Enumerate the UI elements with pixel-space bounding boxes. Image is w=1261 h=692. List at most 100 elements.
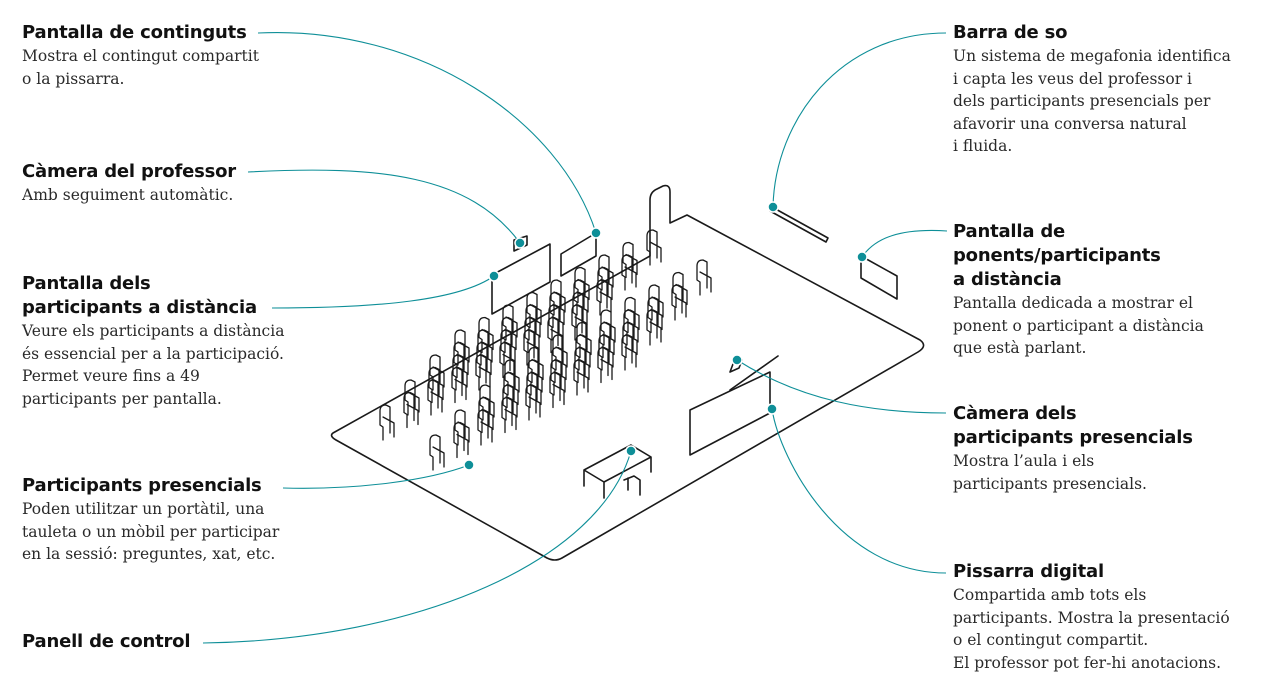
chair — [475, 354, 491, 391]
leader-onsite-dot — [463, 459, 475, 471]
chair — [501, 396, 517, 434]
room-floor — [330, 184, 925, 561]
chair — [572, 291, 588, 329]
chair — [552, 334, 568, 371]
chair — [454, 329, 470, 366]
chair — [597, 266, 613, 304]
control-desk — [583, 444, 652, 499]
leader-whiteboard-dot — [766, 403, 778, 415]
chair — [504, 359, 520, 396]
chair — [526, 291, 542, 329]
chair — [573, 279, 589, 316]
chair — [429, 354, 445, 391]
onsite-camera-desc: Mostra l’aula i els participants presenc… — [953, 452, 1147, 493]
chair — [598, 334, 614, 371]
chair — [502, 384, 518, 421]
chair — [453, 341, 469, 379]
chair — [648, 284, 664, 321]
chair — [528, 346, 544, 384]
chair — [452, 354, 468, 391]
chair — [525, 304, 541, 341]
speaker-screen-desc: Pantalla dedicada a mostrar el ponent o … — [953, 294, 1204, 357]
leader-teacher-camera-dot — [514, 237, 526, 249]
chair — [526, 371, 542, 409]
teacher-camera — [513, 235, 528, 252]
chair — [647, 296, 663, 334]
remote-participants-screen-desc: Veure els participants a distància és es… — [22, 322, 285, 408]
chair — [500, 329, 516, 366]
chair — [622, 321, 638, 359]
chair — [477, 329, 493, 366]
chair — [550, 279, 566, 316]
label-remote-participants-screen: Pantalla dels participants a distància V… — [22, 272, 284, 410]
control-chair — [623, 475, 641, 496]
chair — [479, 384, 495, 421]
chair — [379, 404, 395, 441]
chair — [646, 229, 662, 266]
chair — [549, 371, 565, 409]
content-screen — [560, 232, 597, 277]
chair — [523, 329, 539, 366]
chair — [478, 316, 494, 354]
leader-sound-bar — [772, 32, 947, 208]
chair — [454, 409, 470, 446]
chair — [478, 396, 494, 434]
content-screen-title: Pantalla de continguts — [22, 22, 247, 43]
leader-control-panel-dot — [625, 445, 637, 457]
chair — [574, 266, 590, 304]
leader-remote-screen-dot — [488, 270, 500, 282]
leader-speaker-screen-dot — [856, 251, 868, 263]
chair — [621, 334, 637, 371]
leader-onsite-camera — [736, 359, 947, 414]
chair — [623, 309, 639, 346]
sound-bar — [769, 206, 829, 243]
title-line: Càmera dels — [953, 403, 1077, 424]
leader-control-panel — [202, 450, 632, 644]
chair — [575, 334, 591, 371]
remote-participants-screen-title: Pantalla dels participants a distància — [22, 272, 284, 320]
chair — [428, 366, 444, 404]
teacher-camera-desc: Amb seguiment automàtic. — [22, 186, 234, 204]
chair — [696, 259, 712, 296]
chair — [621, 254, 637, 291]
label-sound-bar: Barra de so Un sistema de megafonia iden… — [953, 21, 1231, 158]
chair — [403, 391, 419, 429]
leader-onsite-camera-dot — [731, 354, 743, 366]
chair — [503, 371, 519, 409]
digital-whiteboard — [689, 371, 771, 456]
chair — [524, 316, 540, 354]
speaker-screen — [860, 255, 898, 300]
chair — [502, 304, 518, 341]
label-speaker-screen: Pantalla de ponents/participants a distà… — [953, 220, 1204, 360]
label-onsite-participants: Participants presencials Poden utilitzar… — [22, 474, 279, 566]
chair — [573, 359, 589, 396]
leader-remote-screen — [271, 275, 495, 309]
chair — [600, 309, 616, 346]
chair — [598, 254, 614, 291]
leader-sound-bar-dot — [767, 201, 779, 213]
chair — [501, 316, 517, 354]
sound-bar-desc: Un sistema de megafonia identifica i cap… — [953, 47, 1231, 155]
remote-participants-screen — [491, 243, 551, 315]
title-line: Pantalla de — [953, 221, 1066, 242]
leader-whiteboard — [771, 408, 947, 574]
onsite-camera-title: Càmera dels participants presencials — [953, 402, 1193, 450]
chair — [477, 409, 493, 446]
content-screen-desc: Mostra el contingut compartit o la pissa… — [22, 47, 259, 88]
onsite-participants-title: Participants presencials — [22, 475, 262, 496]
chair — [646, 309, 662, 346]
chair — [427, 379, 443, 416]
chair — [404, 379, 420, 416]
chair — [527, 359, 543, 396]
chair — [548, 304, 564, 341]
leader-speaker-screen — [861, 229, 948, 258]
chair — [547, 316, 563, 354]
sound-bar-title: Barra de so — [953, 22, 1068, 43]
chair — [597, 346, 613, 384]
title-line: participants presencials — [953, 427, 1193, 448]
chair — [550, 359, 566, 396]
digital-whiteboard-title: Pissarra digital — [953, 561, 1104, 582]
label-digital-whiteboard: Pissarra digital Compartida amb tots els… — [953, 560, 1230, 674]
chair — [622, 241, 638, 279]
leader-content-screen-dot — [590, 227, 602, 239]
